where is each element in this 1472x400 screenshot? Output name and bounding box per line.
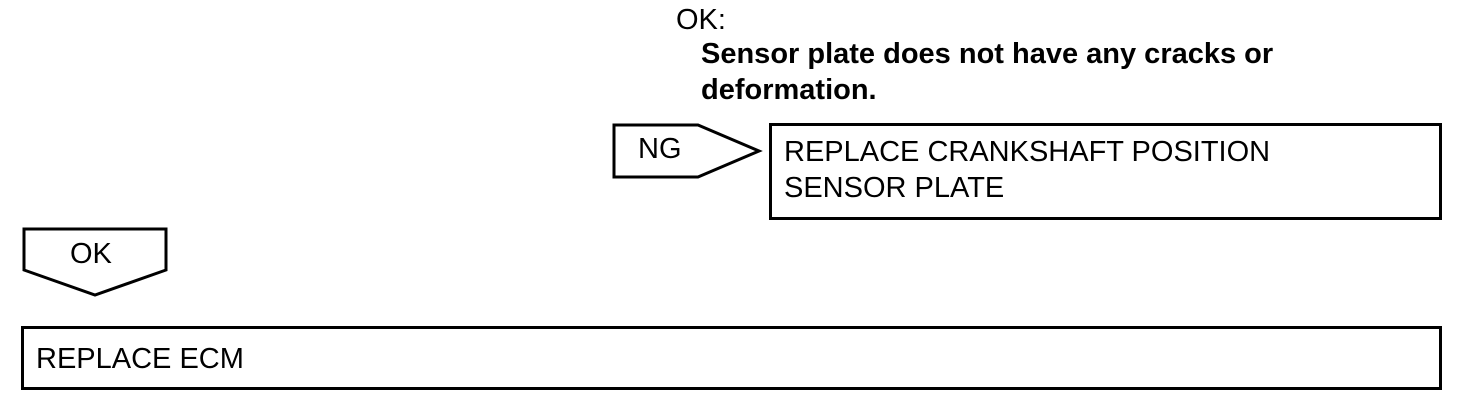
ng-result-line-1: REPLACE CRANKSHAFT POSITION	[784, 136, 1271, 168]
ng-arrow-label: NG	[638, 133, 682, 165]
replace-ecm-box: REPLACE ECM	[21, 326, 1442, 390]
ng-arrow-shape	[612, 123, 763, 179]
ng-result-line-2: SENSOR PLATE	[784, 172, 1005, 204]
criteria-label: OK:	[676, 4, 726, 36]
criteria-text-line-2: deformation.	[701, 74, 877, 106]
ok-result-text: REPLACE ECM	[36, 343, 244, 375]
ok-arrow-label: OK	[70, 238, 112, 270]
criteria-text-line-1: Sensor plate does not have any cracks or	[701, 38, 1274, 70]
replace-crankshaft-sensor-plate-box: REPLACE CRANKSHAFT POSITION SENSOR PLATE	[769, 123, 1442, 220]
ok-arrow-shape	[22, 227, 168, 297]
